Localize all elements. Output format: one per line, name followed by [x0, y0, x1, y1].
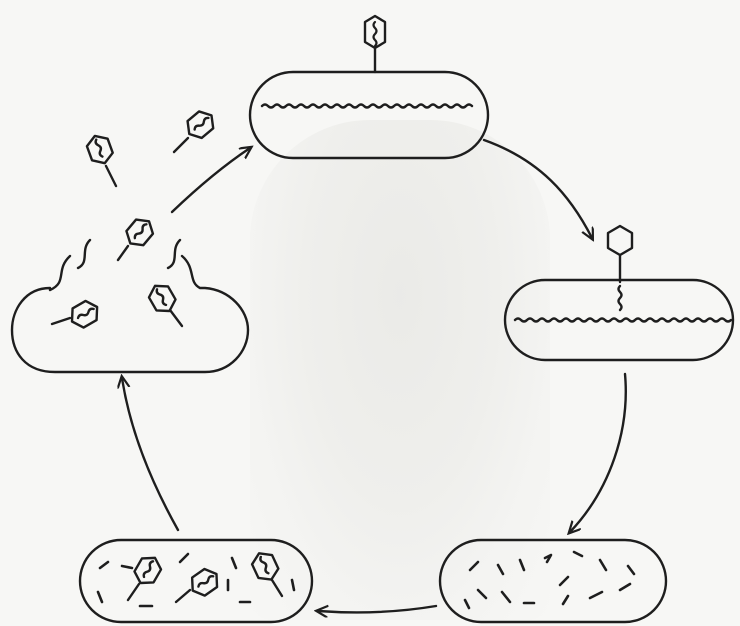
bacterium-cell-bottom-left [80, 540, 312, 622]
arrow-attach-to-inject [484, 140, 592, 238]
empty-phage-ghost [608, 226, 632, 282]
phage-dna [374, 22, 377, 46]
arrow-inject-to-replicate [570, 374, 626, 532]
released-phages [85, 107, 219, 260]
empty-phage-head [608, 226, 632, 255]
arrow-assemble-to-lysis [122, 378, 178, 530]
assembled-phage-1 [128, 552, 165, 600]
released-phage-1 [85, 132, 116, 186]
assembled-phage-2 [176, 565, 223, 602]
released-phage-inside-1 [52, 297, 103, 331]
bacterial-chromosome-right [515, 319, 731, 322]
cell-wall-fragment-left [78, 240, 90, 268]
bacterial-chromosome [262, 105, 472, 108]
released-phage-3 [118, 214, 157, 260]
bacterium-cell-bottom-right [440, 540, 666, 622]
phage-particle-attached [365, 16, 385, 72]
stage-attachment-cell [250, 16, 488, 158]
ruptured-cell-wall [12, 256, 248, 372]
bacterium-cell-top [250, 72, 488, 158]
released-phage-2 [174, 107, 219, 152]
arrow-lysis-to-infect [172, 148, 250, 212]
arrow-replicate-to-assemble [318, 606, 436, 612]
assembled-phage-3 [249, 549, 282, 596]
released-phage-inside-2 [145, 280, 182, 326]
stage-assembly-cell [80, 540, 312, 622]
dna-fragments [465, 552, 634, 608]
phage-head [365, 16, 385, 48]
injected-phage-dna [619, 286, 622, 310]
stage-lysis-cell [12, 240, 248, 372]
cell-wall-fragment-right [168, 240, 180, 268]
stage-replication-cell [440, 540, 666, 622]
stage-injection-cell [505, 226, 733, 360]
